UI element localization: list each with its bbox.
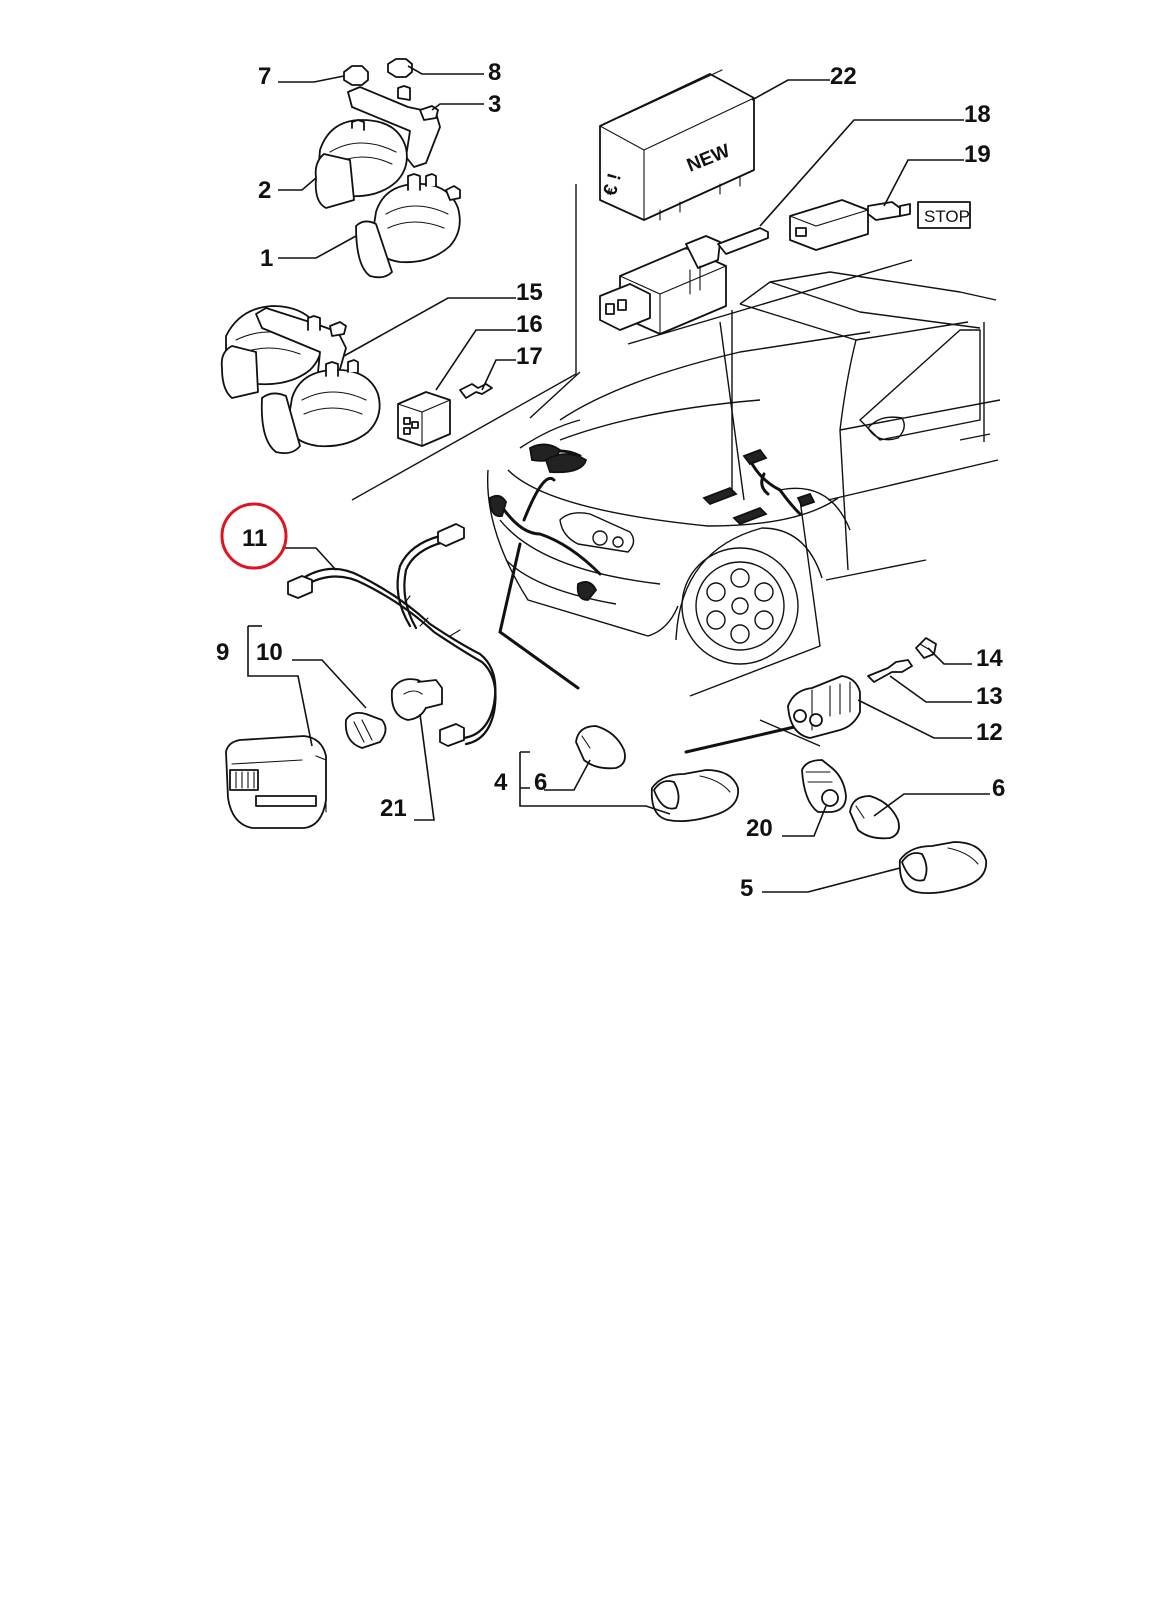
connector-16	[397, 391, 451, 447]
terminal-13	[867, 659, 913, 683]
brake-light-switch-18	[599, 227, 769, 335]
callout-18: 18	[964, 101, 991, 128]
clutch-switch-19	[789, 199, 911, 251]
harness-on-car	[489, 443, 816, 601]
highlight-circle	[220, 502, 288, 570]
callout-labels: 1 2 3 4 5 6 6 7 8 9 10 11 12 13 14 15 16…	[216, 59, 1005, 902]
callout-2: 2	[258, 177, 271, 204]
new-parts-box: NEW € !	[599, 69, 755, 221]
bulb-14	[915, 637, 937, 659]
callout-21: 21	[380, 795, 407, 822]
side-indicator-9	[225, 735, 327, 829]
bulb-holder-20	[801, 759, 847, 813]
callout-3: 3	[488, 91, 501, 118]
callout-5: 5	[740, 875, 753, 902]
wiring-harness-11	[287, 523, 497, 747]
callout-16: 16	[516, 311, 543, 338]
callout-11: 11	[242, 525, 267, 552]
stop-label: STOP	[924, 207, 970, 226]
horn-assembly-upper	[314, 58, 461, 279]
stop-badge	[917, 201, 971, 229]
callout-8: 8	[488, 59, 501, 86]
callout-15: 15	[516, 279, 543, 306]
callout-22: 22	[830, 63, 857, 90]
bulb-holder-21	[390, 678, 443, 721]
side-repeater-5	[898, 841, 988, 895]
side-repeater-4	[650, 769, 740, 823]
callout-14: 14	[976, 645, 1003, 672]
callout-12: 12	[976, 719, 1003, 746]
terminal-17	[459, 383, 493, 399]
bulb-6-left	[575, 725, 626, 770]
leader-lines	[247, 65, 990, 893]
callout-17: 17	[516, 343, 543, 370]
bulb-10	[344, 711, 387, 749]
callout-7: 7	[258, 63, 271, 90]
connector-12	[787, 675, 861, 739]
callout-20: 20	[746, 815, 773, 842]
callout-6-left: 6	[534, 769, 547, 796]
callout-6-right: 6	[992, 775, 1005, 802]
callout-19: 19	[964, 141, 991, 168]
callout-9: 9	[216, 639, 229, 666]
callout-10: 10	[256, 639, 283, 666]
callout-13: 13	[976, 683, 1003, 710]
callout-1: 1	[260, 245, 273, 272]
callout-4: 4	[494, 769, 508, 796]
horn-assembly-lower	[220, 305, 381, 455]
